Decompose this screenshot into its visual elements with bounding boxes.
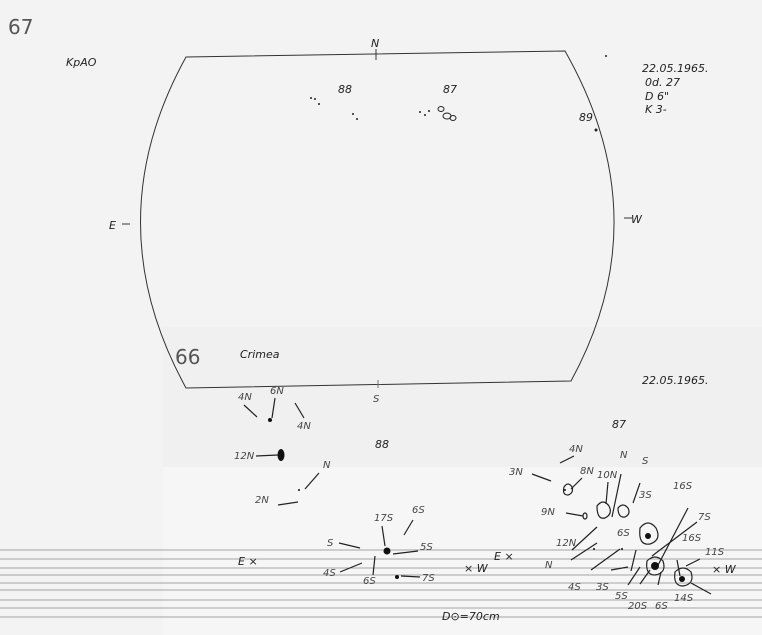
- spot-label: 16S: [673, 481, 693, 492]
- group-87-bottom: 87: [612, 418, 626, 431]
- solar-disk-outline: [140, 50, 615, 389]
- crimea-label: Crimea: [240, 348, 280, 361]
- spot-label: 6S: [363, 576, 376, 587]
- group-87-umbrae: [564, 489, 685, 582]
- group-88-annotations: 4N 6N 4N 12N N 2N 17S 6S S 5S 4S 6S 7S: [234, 386, 435, 587]
- spot-label: 11S: [705, 547, 725, 558]
- spot-label: 12N: [556, 538, 577, 549]
- spot-label: 2N: [255, 495, 269, 506]
- spot-label: 16S: [682, 533, 702, 544]
- page-number-67: 67: [8, 15, 33, 39]
- param-k: K 3-: [645, 103, 667, 116]
- spot-label: 3N: [509, 467, 523, 478]
- east-mark-88: E ×: [238, 555, 258, 568]
- spot-label: 4N: [297, 421, 311, 432]
- group-87-annotations: 4N N S 3N 8N 10N 3S 16S 9N 7S 6S 12N 16S…: [509, 444, 725, 612]
- spot-label: 6N: [270, 386, 284, 397]
- group-89-label: 89: [579, 111, 593, 124]
- spot-label: N: [620, 450, 628, 461]
- spot-label: 7S: [422, 573, 435, 584]
- spot-label: 20S: [628, 601, 648, 612]
- west-label: W: [631, 213, 643, 226]
- spot-label: 9N: [541, 507, 555, 518]
- spot-label: 6S: [412, 505, 425, 516]
- group-87-label: 87: [443, 83, 457, 96]
- north-label: N: [371, 37, 379, 50]
- date-bottom: 22.05.1965.: [642, 374, 708, 387]
- group-88-bottom: 88: [375, 438, 389, 451]
- east-mark-87: E ×: [494, 550, 514, 563]
- spot-label: 4S: [568, 582, 581, 593]
- spot-label: 6S: [617, 528, 630, 539]
- south-label: S: [373, 394, 380, 405]
- spot-label: 3S: [596, 582, 609, 593]
- param-diameter: D 6": [645, 90, 669, 103]
- spot-label: 4N: [569, 444, 583, 455]
- west-mark-88: × W: [464, 562, 489, 575]
- east-label: E: [109, 219, 116, 232]
- observatory-label: KpAO: [66, 56, 97, 69]
- lower-sheet-shade: [163, 327, 762, 467]
- spot-label: 4S: [323, 568, 336, 579]
- group-87-spots: [531, 455, 712, 595]
- spot-label: S: [642, 456, 649, 467]
- spot-label: N: [545, 560, 553, 571]
- diameter-label: D⊙=70cm: [442, 610, 500, 623]
- spot-label: 17S: [374, 513, 394, 524]
- spot-label: 4N: [238, 392, 252, 403]
- spot-label: 5S: [615, 591, 628, 602]
- spot-label: N: [323, 460, 331, 471]
- spot-label: 7S: [698, 512, 711, 523]
- spot-label: 10N: [597, 470, 618, 481]
- page-number-66: 66: [175, 345, 200, 369]
- spot-label: 6S: [655, 601, 668, 612]
- date-top: 22.05.1965.: [642, 62, 708, 75]
- spot-label: S: [327, 538, 334, 549]
- spot-label: 5S: [420, 542, 433, 553]
- spot-label: 8N: [580, 466, 594, 477]
- spot-label: 14S: [674, 593, 694, 604]
- west-mark-87: × W: [712, 563, 737, 576]
- param-time: 0d. 27: [645, 76, 680, 89]
- top-sunspots: [310, 55, 607, 132]
- spot-label: 3S: [639, 490, 652, 501]
- spot-label: 12N: [234, 451, 255, 462]
- group-88-label: 88: [338, 83, 352, 96]
- group-88-spots: [243, 397, 421, 579]
